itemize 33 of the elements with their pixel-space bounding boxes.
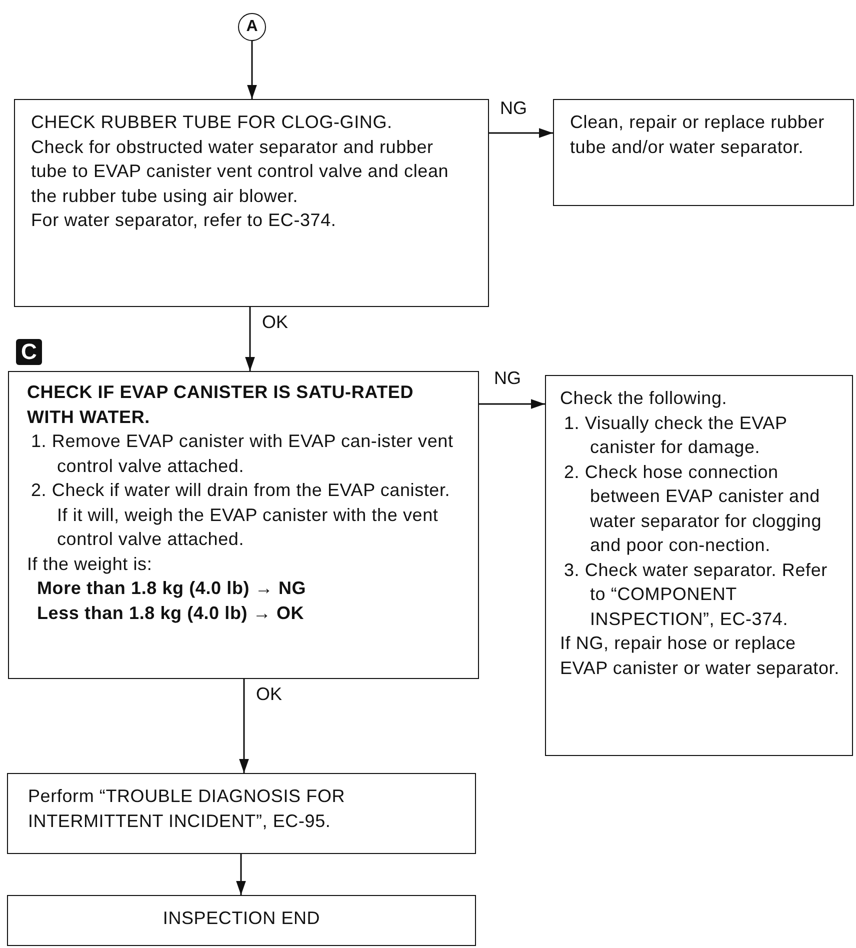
step-text: 1. Visually check the EVAP canister for damage. [563, 412, 788, 459]
step-text: If it will, weigh the EVAP canister with the vent control valve attached. [56, 504, 440, 551]
step-text: If NG, repair hose or replace EVAP canister or water separator. [560, 632, 840, 680]
step-text: 2. Check if water will drain from the EVAP canister. [30, 479, 452, 502]
process-box [8, 371, 479, 679]
arrow [245, 307, 255, 371]
connector-letter: A [246, 18, 258, 36]
step-text: 1. Remove EVAP canister with EVAP can-ister vent control valve attached. [30, 430, 454, 478]
step-text: Less than 1.8 kg (4.0 lb) → OK [36, 602, 306, 625]
step-text: Check the following. [560, 387, 728, 410]
step-text: Clean, repair or replace rubber tube and/or water separator. [570, 111, 826, 159]
arrow [239, 679, 249, 773]
process-box [14, 99, 489, 307]
arrow [247, 41, 257, 99]
step-text: More than 1.8 kg (4.0 lb) → NG [36, 577, 308, 600]
step-text: 2. Check hose connection between EVAP canister and water separator for clogging and poor con-nection. [563, 460, 823, 557]
arrow [489, 128, 553, 138]
arrow [479, 399, 545, 409]
step-text: INSPECTION END [162, 907, 322, 930]
connector-circle [238, 13, 266, 41]
step-text: 3. Check water separator. Refer to “COMPONENT INSPECTION”, EC-374. [563, 558, 828, 630]
step-heading: CHECK IF EVAP CANISTER IS SATU-RATED WITH WATER. [27, 381, 414, 428]
step-marker: C [16, 339, 42, 365]
step-text: Check for obstructed water separator and rubber tube to EVAP canister vent control valve and clean the rubber tube using air blower. [31, 136, 450, 208]
process-box [553, 99, 854, 206]
step-text: For water separator, refer to EC-374. [31, 209, 338, 232]
process-box [7, 773, 476, 854]
process-box [545, 375, 853, 756]
arrow [236, 854, 246, 895]
process-box [7, 895, 476, 946]
step-text: If the weight is: [27, 552, 154, 576]
step-text: Perform “TROUBLE DIAGNOSIS FOR INTERMITTENT INCIDENT”, EC-95. [28, 785, 346, 832]
step-text: CHECK RUBBER TUBE FOR CLOG-GING. [31, 111, 394, 134]
